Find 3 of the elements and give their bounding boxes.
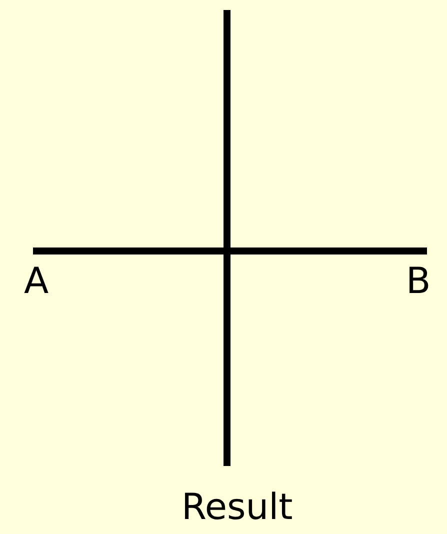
point-label: A xyxy=(24,262,49,302)
caption-label: Result xyxy=(182,488,293,528)
point-label: B xyxy=(406,262,431,302)
